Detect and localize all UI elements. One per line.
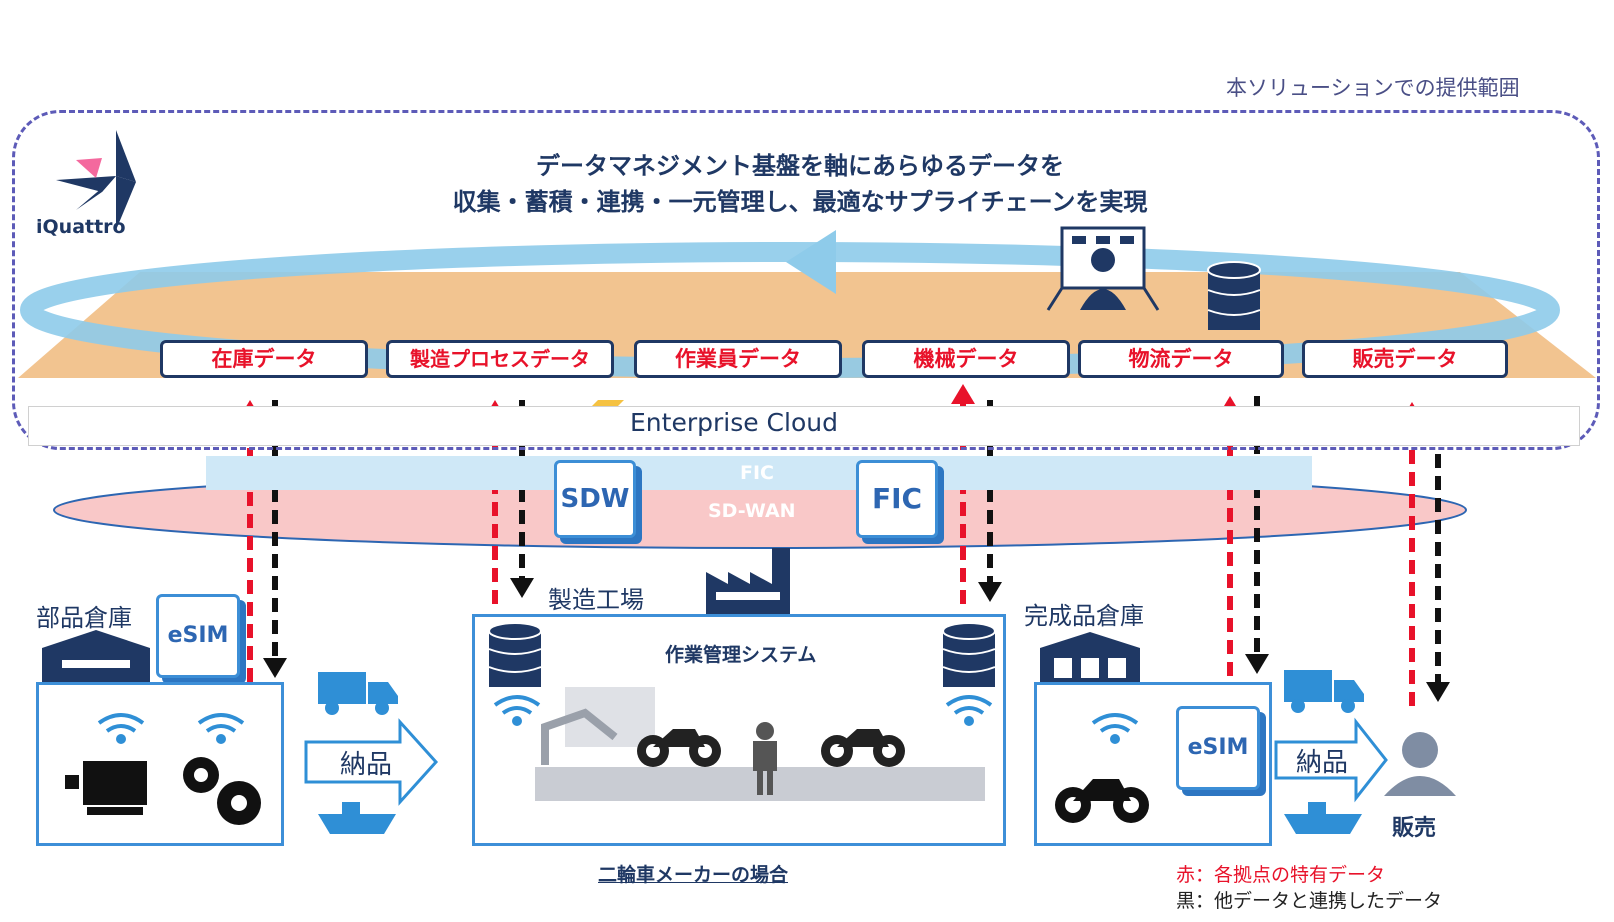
- work-management-system-label: 作業管理システム: [665, 644, 817, 666]
- data-box-inventory: 在庫データ: [160, 340, 368, 378]
- product-warehouse-icon: [1040, 632, 1140, 684]
- ship-icon-2: [1284, 802, 1362, 834]
- conveyor-icon: [535, 687, 985, 801]
- gears-icon: [183, 757, 261, 825]
- truck-icon: [318, 672, 398, 715]
- legend-black: 黒：他データと連携したデータ: [1176, 890, 1443, 912]
- legend-red: 赤：各拠点の特有データ: [1176, 864, 1386, 886]
- motor-icon: [65, 761, 147, 815]
- logo-text: iQuattro: [36, 216, 126, 238]
- wifi-icon-product: [1091, 713, 1139, 744]
- fic-band-label: FIC: [740, 462, 774, 484]
- esim-chip: eSIM: [156, 594, 240, 678]
- factory-label: 製造工場: [548, 586, 644, 614]
- delivery-arrow: [304, 718, 439, 806]
- wifi-icon-factory-left: [493, 695, 541, 726]
- enterprise-cloud-label: Enterprise Cloud: [630, 408, 838, 437]
- data-box-manufacturing: 製造プロセスデータ: [386, 340, 614, 378]
- fic-chip: FIC: [856, 460, 938, 538]
- esim-chip-2: eSIM: [1176, 706, 1260, 790]
- delivery-label: 納品: [340, 750, 393, 780]
- wifi-icon-factory-right: [945, 695, 993, 726]
- factory-illustration: [488, 622, 996, 801]
- headline-line-2: 収集・蓄積・連携・一元管理し、最適なサプライチェーンを実現: [452, 188, 1148, 216]
- warehouse-icon: [42, 630, 150, 682]
- headline-line-1: データマネジメント基盤を軸にあらゆるデータを: [536, 152, 1064, 180]
- database-icon-left: [488, 622, 542, 687]
- ship-icon: [318, 802, 396, 834]
- parts-warehouse-panel: [36, 682, 284, 846]
- product-warehouse-illustration: [1055, 713, 1149, 823]
- wifi-icon: [97, 713, 145, 744]
- scope-label: 本ソリューションでの提供範囲: [1226, 76, 1520, 100]
- worker-icon: [753, 722, 777, 795]
- sdw-chip: SDW: [554, 460, 636, 538]
- robot-arm-icon: [541, 708, 618, 765]
- data-box-worker: 作業員データ: [634, 340, 842, 378]
- parts-warehouse-label: 部品倉庫: [36, 604, 132, 632]
- ring-arrow-icon: [786, 230, 836, 294]
- solution-scope-boundary: [12, 110, 1600, 450]
- enterprise-cloud-bar: [28, 406, 1580, 446]
- motorcycle-icon-2: [821, 729, 905, 767]
- headline: データマネジメント基盤を軸にあらゆるデータを 収集・蓄積・連携・一元管理し、最適…: [300, 148, 1300, 220]
- diagram-caption: 二輪車メーカーの場合: [598, 864, 789, 886]
- sd-wan-label: SD-WAN: [708, 500, 796, 522]
- factory-icon: [706, 548, 790, 614]
- data-box-logistics: 物流データ: [1078, 340, 1284, 378]
- iquattro-logo-icon: [56, 130, 136, 230]
- delivery-label-2: 納品: [1296, 748, 1349, 778]
- customer-icon: [1384, 732, 1456, 796]
- truck-icon-2: [1284, 670, 1364, 713]
- database-icon-right: [942, 622, 996, 687]
- data-box-machine: 機械データ: [862, 340, 1070, 378]
- operator-monitor-icon: [1046, 226, 1160, 311]
- data-box-sales: 販売データ: [1302, 340, 1508, 378]
- fic-band: [206, 456, 1312, 490]
- product-warehouse-label: 完成品倉庫: [1024, 602, 1144, 630]
- wifi-icon-2: [197, 713, 245, 744]
- factory-panel: [472, 614, 1006, 846]
- motorcycle-icon-3: [1055, 779, 1149, 823]
- sales-label: 販売: [1392, 816, 1437, 841]
- delivery-arrow-2: [1274, 717, 1388, 803]
- database-icon: [1207, 261, 1261, 330]
- parts-warehouse-illustration: [65, 713, 261, 825]
- motorcycle-icon-1: [637, 729, 721, 767]
